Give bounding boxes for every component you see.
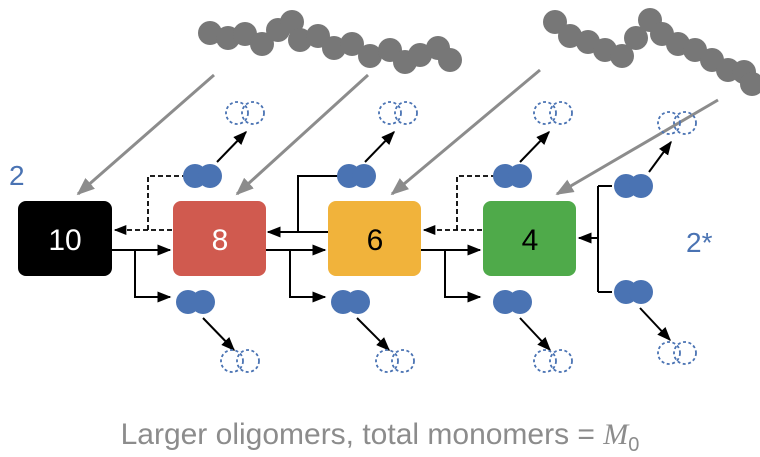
- oligomer-label-8: 8: [212, 224, 229, 257]
- dimer-dashed-right-up: [657, 111, 697, 135]
- dimer-arrow-up-6: [364, 130, 395, 163]
- dimer-dashed-down-4: [533, 349, 573, 373]
- caption-symbol: M: [603, 418, 629, 451]
- dashed-arrow-4-6-branch: [456, 175, 494, 230]
- growth-arrow-into-4-branch: [597, 185, 612, 293]
- dimer-arrow-down-right: [639, 307, 671, 342]
- dimer-arrow-down-8: [202, 317, 235, 352]
- dimer-solid-up-6: [337, 164, 376, 188]
- dimer-solid-down-4: [493, 290, 532, 314]
- dimer-arrow-up-right: [648, 140, 672, 173]
- dimer-dashed-right-down: [657, 341, 697, 365]
- aggregate-left: [198, 10, 462, 74]
- dimer-solid-right-down: [614, 280, 653, 304]
- dashed-arrow-8-10-branch: [147, 175, 186, 230]
- dimer-arrow-down-4: [519, 317, 551, 352]
- dimer-solid-right-up: [614, 174, 653, 198]
- gray-arrow-to-10: [76, 73, 215, 196]
- oligomer-label-6: 6: [367, 224, 384, 257]
- dimer-dashed-down-6: [375, 349, 415, 373]
- dimer-solid-up-8: [183, 164, 222, 188]
- oligomer-box-10: [18, 201, 112, 276]
- dimer-dashed-up-4: [533, 101, 573, 125]
- dimer-solid-down-8: [176, 290, 215, 314]
- decay-arrow-6-4: [421, 249, 482, 303]
- caption: Larger oligomers, total monomers = M0: [0, 418, 760, 457]
- caption-subscript: 0: [628, 434, 640, 456]
- aggregate-right: [543, 8, 760, 96]
- gray-arrow-to-8: [235, 73, 370, 196]
- decay-arrow-8-6: [266, 249, 327, 303]
- dimer-solid-down-6: [331, 290, 370, 314]
- dimer-arrow-up-8: [216, 130, 247, 163]
- caption-text: Larger oligomers, total monomers =: [120, 418, 604, 451]
- gray-arrow-to-4: [555, 98, 719, 196]
- dimer-solid-up-4: [493, 164, 532, 188]
- dimer-dashed-up-6: [378, 101, 418, 125]
- dimer-dashed-down-8: [220, 349, 260, 373]
- label-dimer-2: 2: [9, 160, 25, 191]
- dimer-arrow-up-4: [519, 130, 550, 163]
- oligomer-label-4: 4: [522, 224, 539, 257]
- dimer-arrow-down-6: [356, 317, 390, 351]
- oligomer-box-6: [328, 201, 421, 276]
- decay-arrow-10-8: [112, 249, 172, 303]
- dimer-dashed-up-8: [225, 101, 265, 125]
- oligomer-box-4: [483, 201, 576, 276]
- oligomer-label-10: 10: [48, 224, 81, 257]
- gray-arrow-to-6: [390, 68, 541, 196]
- oligomer-box-8: [173, 201, 266, 276]
- label-dimer-2-star: 2*: [686, 227, 713, 258]
- growth-arrow-6-8-branch: [297, 175, 338, 232]
